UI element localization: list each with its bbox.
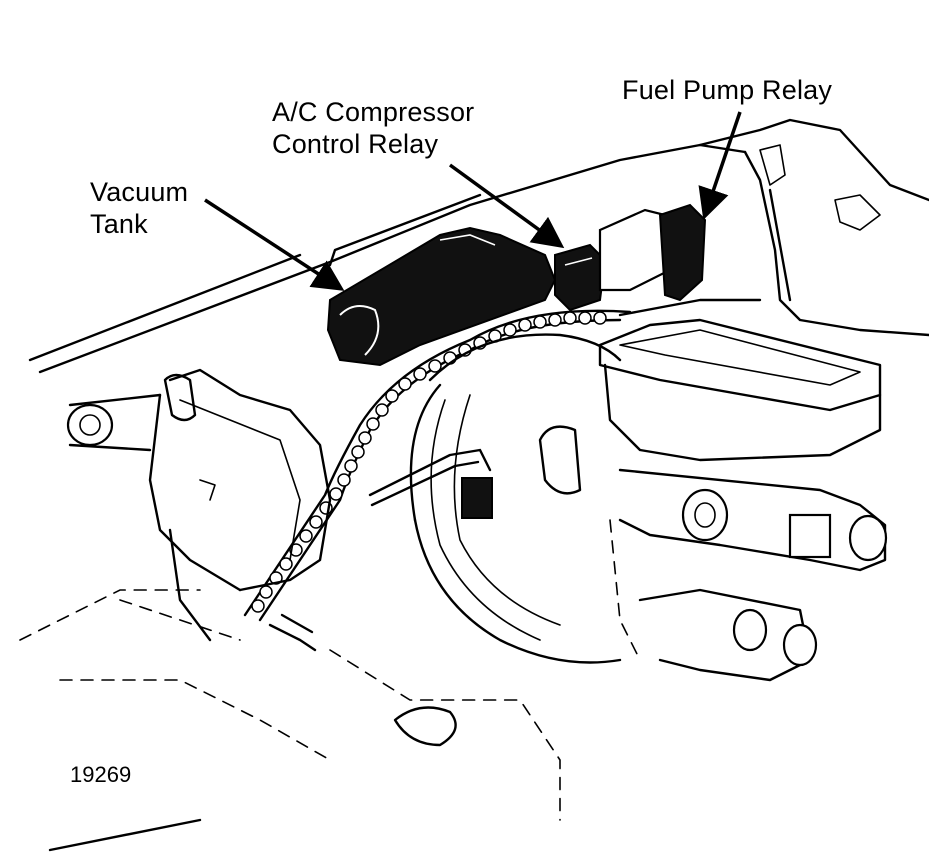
firewall-panel (28, 118, 929, 374)
vacuum-tank-label: Vacuum Tank (90, 176, 188, 240)
ac-relay-arrow (448, 163, 565, 249)
ac-relay-label-line2: Control Relay (272, 129, 439, 159)
callout-arrows (204, 111, 742, 291)
vacuum-tank-arrow (204, 198, 345, 291)
brake-booster (409, 333, 622, 664)
vacuum-connector (461, 477, 493, 519)
ac-compressor-control-relay (554, 243, 607, 312)
fuel-pump-relay-arrow (698, 111, 742, 220)
vacuum-tank-label-line2: Tank (90, 209, 148, 239)
fuel-pump-relay (598, 203, 707, 302)
vacuum-tank (326, 226, 557, 367)
lower-engine-outline (19, 589, 561, 852)
fuel-pump-relay-label-text: Fuel Pump Relay (622, 75, 833, 105)
vacuum-tank-label-line1: Vacuum (90, 177, 189, 207)
distributor (66, 368, 332, 642)
fuel-pump-relay-label: Fuel Pump Relay (622, 74, 832, 106)
figure-number: 19269 (70, 762, 132, 787)
wiring-harness (243, 309, 632, 652)
master-cylinder (598, 318, 888, 682)
harness-beads (251, 311, 607, 613)
ac-compressor-relay-label: A/C Compressor Control Relay (272, 96, 474, 160)
ac-relay-label-line1: A/C Compressor (272, 97, 475, 127)
